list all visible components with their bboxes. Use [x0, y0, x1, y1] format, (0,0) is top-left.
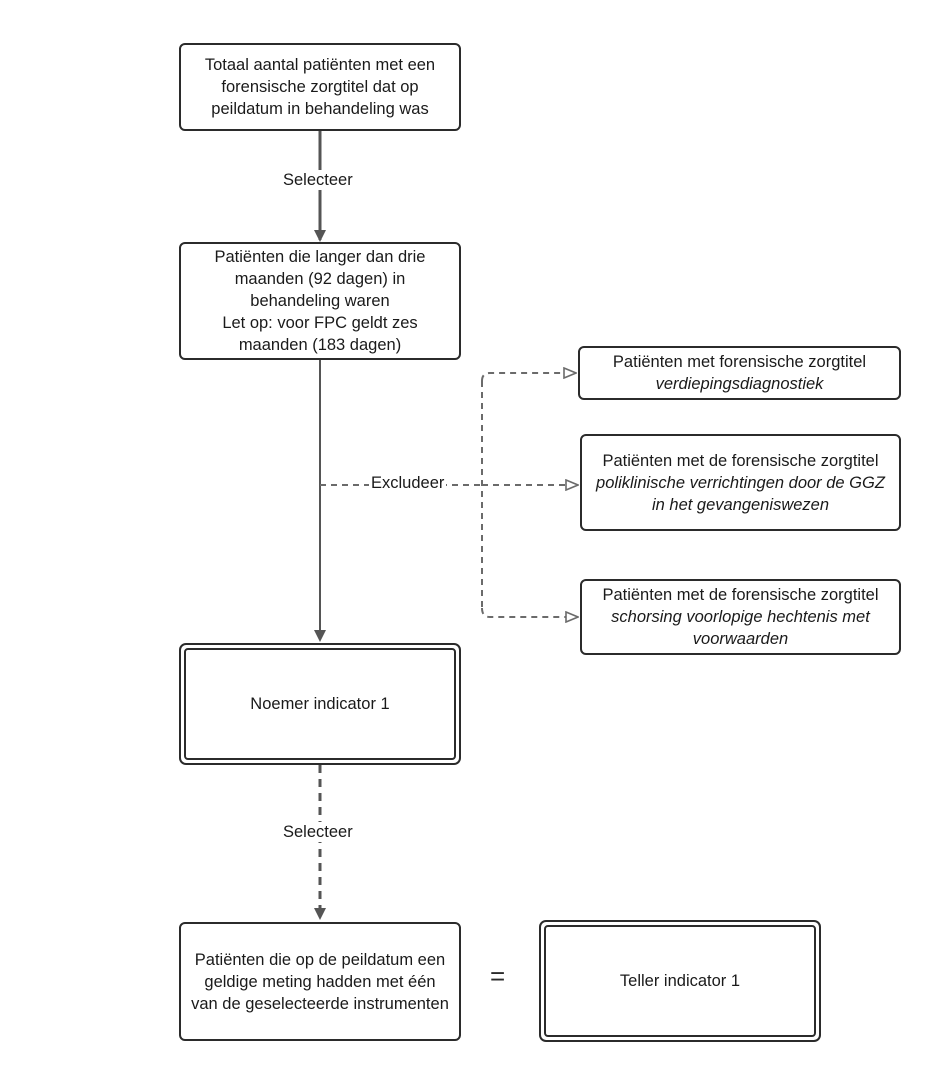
exclude-2-italic: poliklinische verrichtingen door de GGZ … [596, 473, 885, 514]
exclude-3-italic: schorsing voorlopige hechtenis met voorw… [611, 608, 870, 648]
node-exclude-verdiepingsdiagnostiek: Patiënten met forensische zorgtitel verd… [578, 346, 901, 400]
node-teller-indicator: Teller indicator 1 [539, 920, 821, 1042]
exclude-2-text: Patiënten met de forensische zorgtitel [602, 451, 879, 470]
teller-text: Teller indicator 1 [619, 972, 741, 990]
node-longer-three-months: Patiënten die langer dan drie maanden (9… [179, 242, 461, 360]
node-total-patients: Totaal aantal patiënten met een forensis… [179, 43, 461, 131]
exclude-3-text: Patiënten met de forensische zorgtitel [602, 586, 879, 604]
exclude-1-text: Patiënten met forensische zorgtitel [612, 353, 867, 371]
node-exclude-poliklinische: Patiënten met de forensische zorgtitel p… [580, 434, 901, 531]
edge-label-select-2: Selecteer [281, 822, 355, 842]
node-noemer-indicator: Noemer indicator 1 [179, 643, 461, 765]
arrow-exclude-3 [481, 607, 578, 617]
node-longer-text: Patiënten die langer dan drie maanden (9… [214, 248, 426, 310]
node-total-text: Totaal aantal patiënten met een forensis… [204, 56, 436, 118]
exclude-1-italic: verdiepingsdiagnostiek [655, 375, 824, 393]
edge-label-exclude: Excludeer [369, 473, 447, 493]
node-longer-note: Let op: voor FPC geldt zes maanden (183 … [222, 314, 418, 354]
edge-label-select-1: Selecteer [281, 170, 355, 190]
valid-measurement-text: Patiënten die op de peildatum een geldig… [191, 950, 449, 1013]
node-exclude-schorsing: Patiënten met de forensische zorgtitel s… [580, 579, 901, 655]
node-valid-measurement: Patiënten die op de peildatum een geldig… [179, 922, 461, 1041]
double-border [184, 648, 456, 760]
noemer-text: Noemer indicator 1 [250, 695, 390, 713]
equals-sign: = [490, 961, 506, 991]
double-border [544, 925, 816, 1037]
exclude-vertical-line [481, 373, 576, 382]
